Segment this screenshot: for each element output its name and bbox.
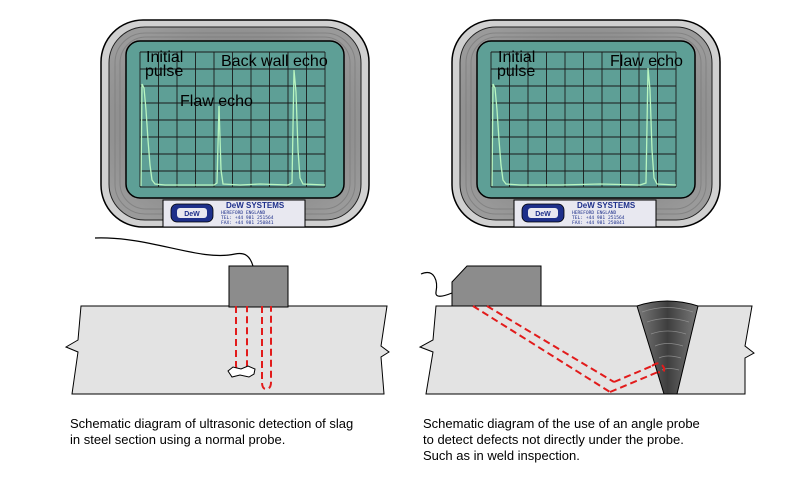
initial-pulse-label-line2: pulse	[145, 63, 183, 80]
probe-cable	[420, 272, 453, 297]
right-steel-section	[418, 265, 755, 395]
back-wall-echo-label: Back wall echo	[221, 53, 328, 70]
svg-text:FAX: +44 981 250841: FAX: +44 981 250841	[221, 220, 274, 226]
beam-paths	[472, 305, 666, 393]
svg-text:TEL: +44 981 251564: TEL: +44 981 251564	[572, 215, 625, 221]
angle-probe	[451, 265, 542, 307]
normal-probe	[228, 265, 289, 308]
svg-text:HEREFORD ENGLAND: HEREFORD ENGLAND	[572, 210, 616, 216]
svg-text:DeW: DeW	[184, 211, 200, 218]
caption-line: Schematic diagram of the use of an angle…	[423, 416, 700, 431]
flaw-echo-label: Flaw echo	[180, 93, 253, 110]
svg-text:HEREFORD ENGLAND: HEREFORD ENGLAND	[221, 210, 265, 216]
left-steel-section	[64, 237, 390, 395]
left-caption: Schematic diagram of ultrasonic detectio…	[70, 416, 353, 448]
caption-line: Such as in weld inspection.	[423, 448, 580, 463]
left-monitor: Initial pulse Back wall echo Flaw echo D…	[100, 19, 370, 228]
left-screen-grid	[139, 51, 326, 188]
right-trace	[491, 67, 677, 187]
initial-pulse-label-line2: pulse	[497, 63, 535, 80]
right-caption: Schematic diagram of the use of an angle…	[423, 416, 700, 464]
svg-text:DeW SYSTEMS: DeW SYSTEMS	[226, 201, 285, 210]
right-screen	[476, 40, 696, 199]
right-screen-grid	[490, 51, 677, 188]
svg-text:DeW SYSTEMS: DeW SYSTEMS	[577, 201, 636, 210]
flaw-echo-label: Flaw echo	[610, 53, 683, 70]
left-screen	[125, 40, 345, 199]
left-trace	[140, 69, 326, 187]
caption-line: in steel section using a normal probe.	[70, 432, 286, 447]
svg-text:DeW: DeW	[535, 211, 551, 218]
slag-defect	[227, 365, 256, 378]
right-monitor: Initial pulse Flaw echo DeW DeW SYSTEMS …	[451, 19, 721, 228]
initial-pulse-label-line1: Initial	[498, 49, 535, 66]
weld	[636, 300, 699, 395]
caption-line: Schematic diagram of ultrasonic detectio…	[70, 416, 354, 431]
initial-pulse-label-line1: Initial	[146, 49, 183, 66]
right-brand-plate: DeW DeW SYSTEMS HEREFORD ENGLAND TEL: +4…	[513, 199, 657, 228]
left-brand-plate: DeW DeW SYSTEMS HEREFORD ENGLAND TEL: +4…	[162, 199, 306, 228]
svg-text:FAX: +44 981 250841: FAX: +44 981 250841	[572, 220, 625, 226]
caption-line: to detect defects not directly under the…	[423, 432, 684, 447]
svg-text:TEL: +44 981 251564: TEL: +44 981 251564	[221, 215, 274, 221]
probe-cable	[94, 237, 254, 267]
